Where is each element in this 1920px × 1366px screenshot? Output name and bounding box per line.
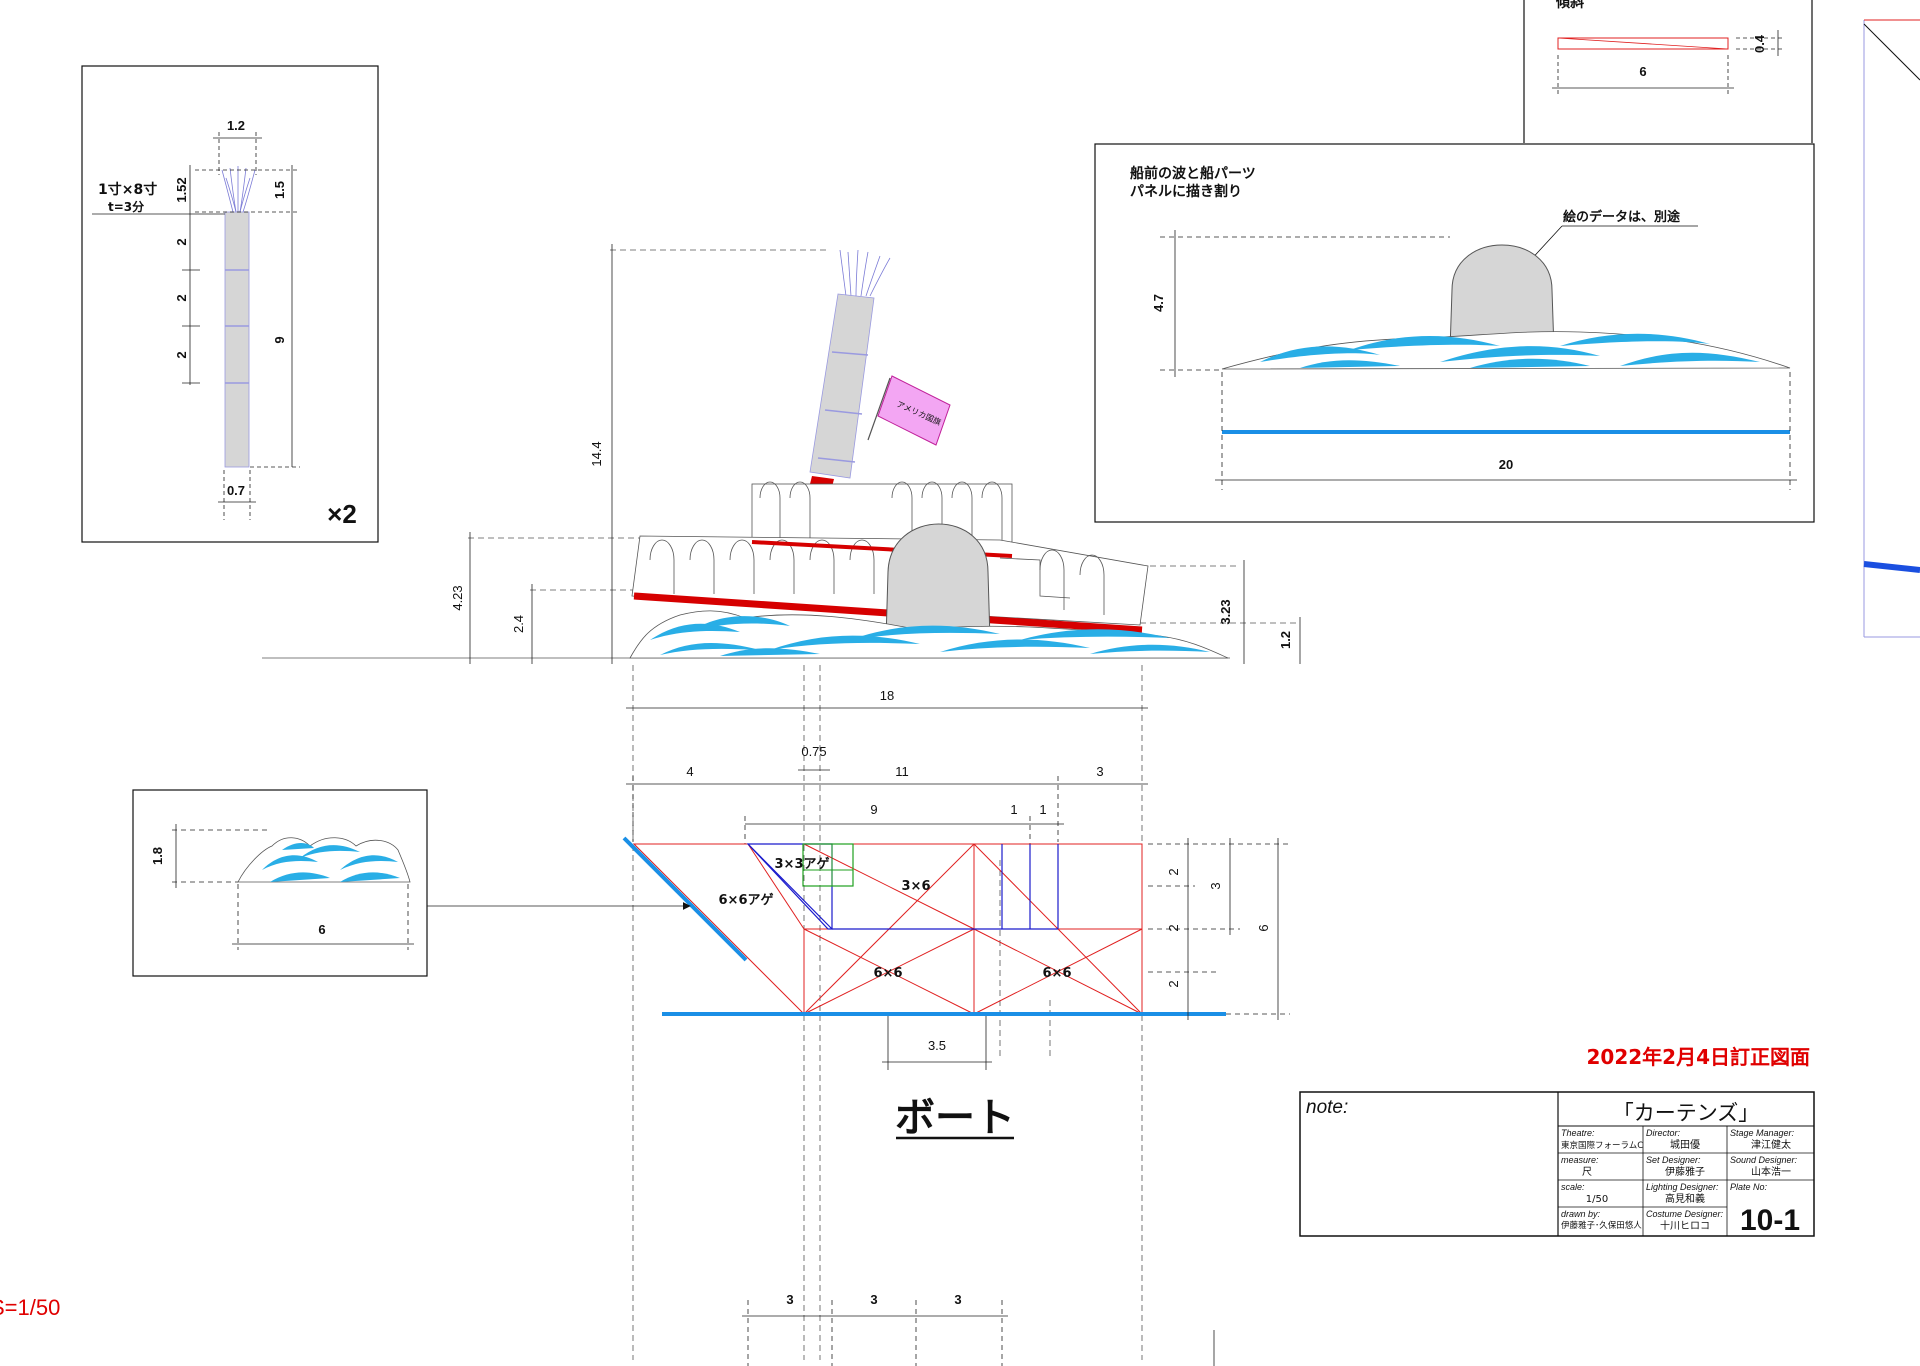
wave-height: 1.8 <box>150 847 165 865</box>
tb-measure: 尺 <box>1582 1166 1592 1178</box>
lower-dims: 3 3 3 <box>742 1292 1215 1366</box>
boat-upper-deck <box>751 481 1013 543</box>
flag-icon: アメリカ国旗 <box>867 375 951 446</box>
slope-width: 6 <box>1639 64 1646 79</box>
tb-set-label: Set Designer: <box>1646 1155 1701 1165</box>
tb-director: 城田優 <box>1670 1138 1700 1151</box>
torch-top-right: 1.5 <box>272 181 287 199</box>
tb-sm: 津江健太 <box>1751 1138 1791 1151</box>
revision-note: 2022年2月4日訂正図面 <box>1587 1045 1811 1069</box>
tb-production: 「カーテンズ」 <box>1613 1101 1760 1125</box>
plan-label-lower-right: 6×6 <box>1043 966 1072 981</box>
tb-director-label: Director: <box>1646 1128 1681 1138</box>
plan-top-3: 3 <box>1096 764 1103 779</box>
edge-partial-drawing <box>1863 19 1920 638</box>
lower-dim-1: 3 <box>786 1292 793 1307</box>
elev-deck-height: 4.23 <box>450 585 465 610</box>
tb-lighting-label: Lighting Designer: <box>1646 1182 1719 1192</box>
tb-drawn-label: drawn by: <box>1561 1209 1601 1219</box>
wave-width: 6 <box>318 922 325 937</box>
tb-sound: 山本浩一 <box>1751 1165 1791 1178</box>
plan-second-2: 1 <box>1010 802 1017 817</box>
plan-bottom-width: 3.5 <box>928 1038 946 1053</box>
plan-right-4: 6 <box>1256 924 1271 931</box>
plan-right-3: 2 <box>1166 924 1181 931</box>
plan-right-5: 2 <box>1166 980 1181 987</box>
parts-note-1: 船前の波と船パーツ <box>1130 165 1256 182</box>
elev-right-height: 3.23 <box>1218 599 1233 624</box>
parts-callout: 絵のデータは、別途 <box>1563 209 1681 225</box>
lower-dim-3: 3 <box>954 1292 961 1307</box>
boat-waves <box>629 610 1229 659</box>
parts-note-2: パネルに描き割り <box>1130 183 1242 200</box>
plan-label-left: 6×6アゲ <box>719 892 774 908</box>
parts-width: 20 <box>1499 457 1513 472</box>
panel-torch: 1.2 1寸×8寸 t=3分 1.52 2 2 2 1.5 9 0.7 ×2 <box>81 65 379 543</box>
plan-second-3: 1 <box>1039 802 1046 817</box>
tb-measure-label: measure: <box>1561 1155 1599 1165</box>
torch-fringe-icon <box>221 165 256 213</box>
drawing-title: ボート <box>895 1095 1015 1141</box>
torch-material-1: 1寸×8寸 <box>98 181 157 198</box>
torch-seg-3: 2 <box>174 294 189 301</box>
torch-pole <box>224 211 250 468</box>
tb-lighting: 高見和義 <box>1665 1192 1705 1205</box>
slope-height: 0.4 <box>1752 34 1767 53</box>
scale-note: S=1/50 <box>0 1295 60 1320</box>
tb-theatre-label: Theatre: <box>1561 1128 1595 1138</box>
plan-top-small: 0.75 <box>801 744 826 759</box>
title-block: note: 「カーテンズ」 Theatre: 東京国際フォーラムC Direct… <box>1299 1091 1815 1237</box>
plan-label-lower-left: 6×6 <box>874 966 903 981</box>
tb-theatre: 東京国際フォーラムC <box>1561 1140 1643 1151</box>
tb-sound-label: Sound Designer: <box>1730 1155 1798 1165</box>
panel-wave: 1.8 6 <box>132 789 691 977</box>
parts-tombstone <box>1449 244 1555 351</box>
tb-plate-label: Plate No: <box>1730 1182 1768 1192</box>
torch-multiplier: ×2 <box>327 499 357 529</box>
tb-plate: 10-1 <box>1740 1204 1800 1237</box>
panel-parts: 船前の波と船パーツ パネルに描き割り 絵のデータは、別途 4.7 20 <box>1094 143 1815 523</box>
plan-label-mid: 3×6 <box>902 879 931 894</box>
tb-sm-label: Stage Manager: <box>1730 1128 1795 1138</box>
elev-overall-width: 18 <box>880 688 894 703</box>
tb-costume-label: Costume Designer: <box>1646 1209 1724 1219</box>
tb-note-label: note: <box>1306 1097 1348 1118</box>
tb-costume: 十川ヒロコ <box>1660 1219 1710 1232</box>
parts-height: 4.7 <box>1151 294 1166 312</box>
plan-label-small: 3×3アゲ <box>775 856 830 872</box>
elev-total-height: 14.4 <box>589 441 604 466</box>
torch-material-2: t=3分 <box>108 199 144 214</box>
boat-elevation: アメリカ国旗 <box>262 244 1301 1360</box>
elev-water-height: 1.2 <box>1278 631 1293 649</box>
lower-dim-2: 3 <box>870 1292 877 1307</box>
boat-tombstone <box>885 523 991 641</box>
torch-seg-1: 1.52 <box>174 177 189 202</box>
tb-set: 伊藤雅子 <box>1665 1165 1705 1178</box>
torch-seg-4: 2 <box>174 351 189 358</box>
tb-scale-label: scale: <box>1561 1182 1585 1192</box>
parts-waves <box>1221 331 1791 370</box>
tb-drawn: 伊藤雅子･久保田悠人 <box>1561 1220 1642 1231</box>
torch-seg-2: 2 <box>174 238 189 245</box>
slope-label: 傾斜 <box>1555 0 1584 11</box>
plan-top-2: 11 <box>895 764 909 779</box>
plan-right-1: 2 <box>1166 868 1181 875</box>
plan-second-1: 9 <box>870 802 877 817</box>
boat-plan: 4 11 3 0.75 9 1 1 <box>622 744 1290 1070</box>
tb-scale: 1/50 <box>1586 1194 1608 1205</box>
elev-hull-height: 2.4 <box>511 615 526 633</box>
torch-bottom-width: 0.7 <box>227 483 245 498</box>
plan-top-1: 4 <box>686 764 693 779</box>
panel-slope: 傾斜 6 0.4 <box>1523 0 1813 143</box>
plan-right-2: 3 <box>1208 882 1223 889</box>
torch-top-width: 1.2 <box>227 118 245 133</box>
torch-total: 9 <box>272 336 287 343</box>
